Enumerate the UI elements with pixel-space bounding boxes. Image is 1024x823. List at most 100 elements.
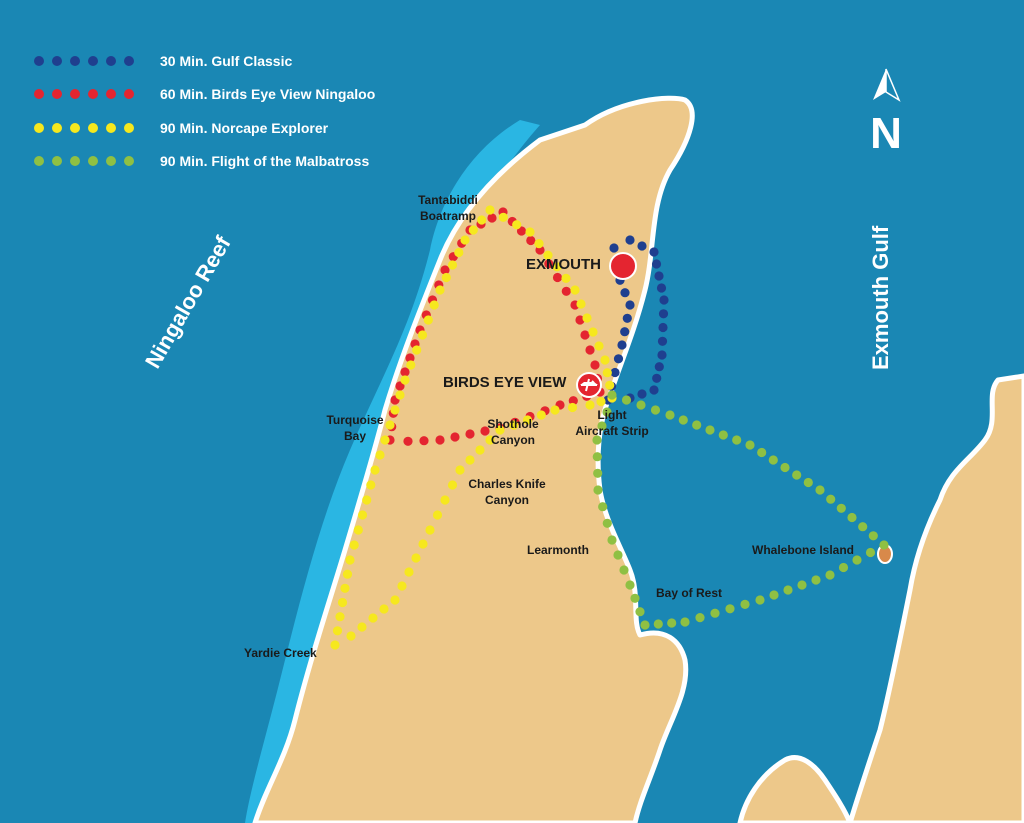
route-dot: [680, 617, 690, 627]
route-dot: [575, 315, 585, 325]
legend-dot: [124, 123, 134, 133]
route-dot: [803, 477, 813, 488]
route-dot: [620, 327, 630, 337]
route-dot: [825, 570, 835, 580]
route-dot: [357, 622, 367, 632]
route-dot: [366, 480, 376, 490]
legend-dot: [88, 156, 98, 166]
route-dot: [406, 360, 416, 370]
route-dot: [592, 452, 602, 462]
route-dot: [561, 286, 571, 296]
route-dot: [868, 531, 878, 541]
legend-label: 30 Min. Gulf Classic: [160, 53, 293, 69]
route-dot: [732, 435, 742, 445]
route-dot: [480, 426, 490, 436]
route-dot: [455, 465, 465, 475]
charles-line-1: Charles Knife: [468, 477, 546, 491]
route-dot: [450, 432, 460, 442]
whalebone-island-label: Whalebone Island: [752, 543, 855, 557]
route-dot: [607, 535, 617, 545]
tantabiddi-line-1: Tantabiddi: [418, 193, 478, 207]
legend-dot: [52, 89, 62, 99]
route-dot: [432, 510, 443, 520]
legend-dot: [34, 156, 44, 166]
route-dot: [567, 402, 578, 413]
route-dot: [475, 445, 485, 455]
route-dot: [405, 353, 415, 363]
route-dot: [619, 565, 629, 575]
route-dot: [346, 631, 356, 641]
legend-dot: [88, 123, 98, 133]
route-dot: [568, 396, 578, 406]
route-dot: [561, 273, 571, 283]
route-dot: [411, 553, 421, 563]
route-dot: [613, 354, 624, 364]
route-dot: [330, 640, 340, 650]
route-dot: [390, 595, 400, 605]
route-dot: [400, 375, 410, 385]
route-dot: [516, 226, 527, 236]
route-dot: [447, 480, 458, 490]
route-dot: [349, 540, 359, 550]
route-dot: [651, 259, 662, 269]
turquoise-bay-label: Turquoise Bay: [320, 412, 390, 444]
route-dot: [429, 300, 439, 310]
route-dot: [576, 299, 586, 309]
route-dot: [635, 607, 645, 617]
legend-item-gulf-classic: 30 Min. Gulf Classic: [34, 50, 292, 72]
legend-label: 90 Min. Norcape Explorer: [160, 120, 329, 136]
route-dot: [625, 235, 635, 245]
route-dot: [441, 272, 451, 283]
route-dot: [412, 345, 422, 355]
legend-dot: [70, 89, 80, 99]
charles-knife-canyon-label: Charles Knife Canyon: [460, 476, 554, 508]
route-dot: [678, 415, 688, 425]
light-line-2: Aircraft Strip: [575, 424, 649, 438]
route-dot: [335, 612, 345, 622]
bay-of-rest-label: Bay of Rest: [656, 586, 723, 600]
route-dot: [370, 465, 380, 475]
legend-item-norcape-explorer: 90 Min. Norcape Explorer: [34, 117, 328, 139]
route-dot: [654, 271, 664, 281]
route-dot: [425, 525, 435, 535]
east-land: [847, 373, 1024, 823]
route-dot: [695, 613, 705, 623]
route-dot: [745, 440, 755, 450]
route-dot: [640, 620, 650, 630]
route-dot: [637, 389, 647, 399]
route-dot: [534, 239, 544, 249]
airport-icon: [576, 372, 602, 398]
legend-dot: [52, 123, 62, 133]
route-dot: [725, 604, 735, 614]
route-dot: [836, 503, 846, 513]
route-dot: [621, 395, 632, 405]
route-dot: [637, 241, 647, 251]
legend-dot: [106, 123, 116, 133]
route-dot: [468, 225, 478, 235]
route-dot: [345, 555, 355, 565]
route-dot: [865, 547, 876, 558]
route-dot: [596, 396, 606, 407]
legend-dot: [34, 123, 44, 133]
legend-swatch: [34, 56, 162, 66]
route-dot: [826, 494, 836, 504]
route-dot: [852, 555, 862, 565]
route-dot: [607, 390, 617, 400]
route-dot: [440, 265, 450, 275]
route-dot: [879, 540, 889, 550]
legend-dot: [88, 56, 98, 66]
shothole-line-1: Shothole: [487, 417, 539, 431]
route-dot: [858, 522, 868, 532]
route-dot: [357, 510, 368, 520]
route-dot: [667, 618, 677, 628]
route-dot: [740, 599, 750, 610]
route-dot: [609, 243, 619, 253]
route-dot: [657, 350, 667, 360]
route-dot: [590, 360, 600, 370]
route-dot: [657, 336, 668, 346]
route-dot: [653, 619, 663, 629]
route-dot: [718, 430, 728, 440]
legend-dot: [52, 156, 62, 166]
legend-dot: [106, 156, 116, 166]
route-dot: [602, 407, 612, 417]
